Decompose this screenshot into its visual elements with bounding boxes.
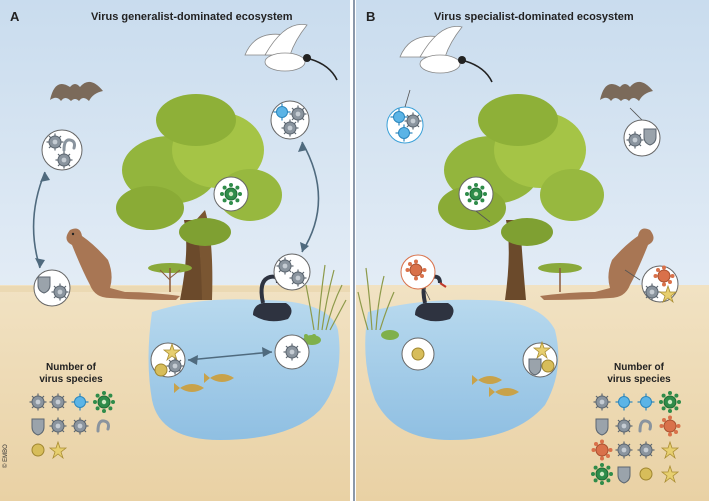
tree-icon xyxy=(116,94,282,300)
legend-a-title-line1: Number of xyxy=(46,362,96,373)
frog-icon xyxy=(381,330,399,340)
bat-icon xyxy=(50,81,103,101)
bat-icon xyxy=(600,81,653,101)
legend-b-title: Number of virus species xyxy=(584,362,694,386)
ibis-icon xyxy=(399,25,493,83)
legend-b-title-line1: Number of xyxy=(614,362,664,373)
ibis-icon xyxy=(244,23,338,81)
kangaroo-icon xyxy=(540,228,654,300)
legend-a-title-line2: virus species xyxy=(39,374,103,385)
legend-b-title-line2: virus species xyxy=(607,374,671,385)
reeds-icon xyxy=(305,264,347,331)
bush-icon xyxy=(148,263,192,292)
reeds-icon xyxy=(357,267,395,331)
legend-a-title: Number of virus species xyxy=(18,362,124,386)
pond xyxy=(148,299,340,440)
panel-b-title: Virus specialist-dominated ecosystem xyxy=(434,11,634,23)
copyright: © EMBO xyxy=(3,444,9,468)
pond xyxy=(365,299,559,440)
panel-a-letter: A xyxy=(10,9,20,24)
bush-icon xyxy=(538,263,582,292)
fish-icon xyxy=(174,373,234,393)
panel-b xyxy=(356,0,709,501)
frog-icon xyxy=(303,334,321,345)
panel-a-title: Virus generalist-dominated ecosystem xyxy=(91,11,293,23)
kangaroo-icon xyxy=(66,228,180,300)
fish-icon xyxy=(472,375,519,397)
panel-b-letter: B xyxy=(366,9,376,24)
panel-a xyxy=(0,0,350,501)
